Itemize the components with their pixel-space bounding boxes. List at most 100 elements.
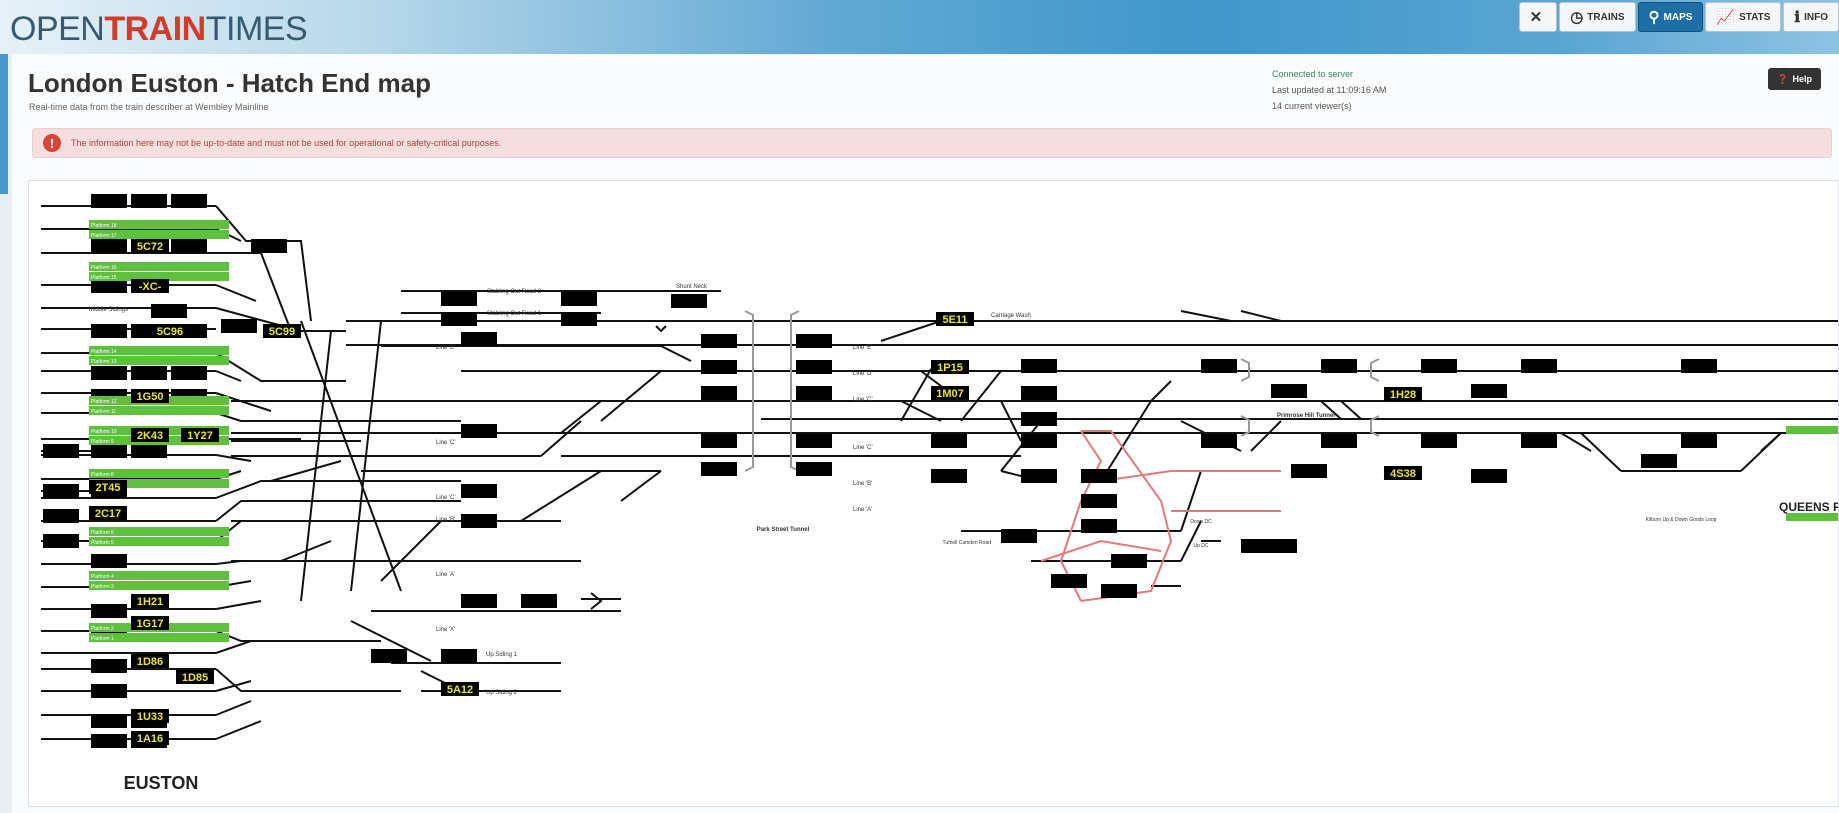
- track-berth[interactable]: [1081, 519, 1117, 533]
- track-berth[interactable]: [251, 239, 287, 253]
- track-berth[interactable]: [796, 360, 832, 374]
- train-headcode[interactable]: 2K43: [137, 430, 163, 442]
- track-berth[interactable]: [91, 684, 127, 698]
- track-berth[interactable]: [171, 239, 207, 253]
- track-berth[interactable]: [701, 386, 737, 400]
- track-berth[interactable]: [221, 319, 257, 333]
- train-berth-occupied[interactable]: [131, 616, 169, 630]
- train-berth-occupied[interactable]: [181, 428, 219, 442]
- train-berth-occupied[interactable]: [89, 506, 127, 520]
- train-berth-occupied[interactable]: [131, 594, 169, 608]
- train-berth-occupied[interactable]: [131, 654, 169, 668]
- track-berth[interactable]: [1051, 574, 1087, 588]
- track-berth[interactable]: [796, 434, 832, 448]
- track-berth[interactable]: [1201, 434, 1237, 448]
- track-berth[interactable]: [461, 332, 497, 346]
- track-berth[interactable]: [796, 334, 832, 348]
- track-berth[interactable]: [1201, 359, 1237, 373]
- train-headcode[interactable]: 5C96: [157, 326, 183, 338]
- train-berth-occupied[interactable]: [931, 360, 969, 374]
- track-berth[interactable]: [371, 649, 407, 663]
- track-berth[interactable]: [1111, 554, 1147, 568]
- track-berth[interactable]: [91, 239, 127, 253]
- train-headcode[interactable]: 5E11: [942, 314, 967, 326]
- track-berth[interactable]: [441, 312, 477, 326]
- nav-trains-button[interactable]: ◷TRAINS: [1559, 2, 1636, 32]
- track-berth[interactable]: [796, 462, 832, 476]
- track-berth[interactable]: [43, 444, 79, 458]
- train-headcode[interactable]: 1G17: [137, 618, 164, 630]
- train-berth-occupied[interactable]: [441, 682, 479, 696]
- train-berth-occupied[interactable]: [263, 324, 301, 338]
- track-berth[interactable]: [1021, 359, 1057, 373]
- track-berth[interactable]: [1261, 539, 1297, 553]
- track-berth[interactable]: [91, 714, 127, 728]
- track-berth[interactable]: [561, 312, 597, 326]
- track-berth[interactable]: [461, 594, 497, 608]
- train-berth-occupied[interactable]: [936, 312, 974, 326]
- track-berth[interactable]: [701, 360, 737, 374]
- track-berth[interactable]: [561, 292, 597, 306]
- track-berth[interactable]: [671, 294, 707, 308]
- track-berth[interactable]: [171, 194, 207, 208]
- track-berth[interactable]: [1021, 412, 1057, 426]
- train-berth-occupied[interactable]: [131, 389, 169, 403]
- track-berth[interactable]: [1101, 584, 1137, 598]
- nav-stats-button[interactable]: 📈STATS: [1705, 2, 1782, 32]
- track-berth[interactable]: [1021, 469, 1057, 483]
- track-berth[interactable]: [796, 386, 832, 400]
- train-headcode[interactable]: 1G50: [137, 391, 164, 403]
- train-berth-occupied[interactable]: [131, 279, 169, 293]
- track-berth[interactable]: [461, 484, 497, 498]
- track-berth[interactable]: [1681, 359, 1717, 373]
- track-berth[interactable]: [131, 194, 167, 208]
- track-berth[interactable]: [1321, 434, 1357, 448]
- track-berth[interactable]: [131, 444, 167, 458]
- nav-tools-button[interactable]: ✕: [1518, 2, 1558, 32]
- track-berth[interactable]: [1001, 529, 1037, 543]
- track-berth[interactable]: [1421, 359, 1457, 373]
- train-headcode[interactable]: 1Y27: [187, 430, 213, 442]
- track-berth[interactable]: [701, 434, 737, 448]
- track-berth[interactable]: [91, 734, 127, 748]
- train-headcode[interactable]: 1M07: [936, 388, 964, 400]
- track-berth[interactable]: [461, 514, 497, 528]
- track-berth[interactable]: [131, 366, 167, 380]
- train-headcode[interactable]: 2T45: [95, 482, 120, 494]
- train-headcode[interactable]: 5C99: [269, 326, 295, 338]
- track-berth[interactable]: [521, 594, 557, 608]
- train-headcode[interactable]: 1A16: [137, 733, 163, 745]
- train-headcode[interactable]: -XC-: [139, 281, 162, 293]
- train-headcode[interactable]: 1D85: [182, 672, 208, 684]
- train-headcode[interactable]: 1H21: [137, 596, 163, 608]
- track-berth[interactable]: [91, 554, 127, 568]
- track-berth[interactable]: [171, 366, 207, 380]
- track-berth[interactable]: [1291, 464, 1327, 478]
- nav-maps-button[interactable]: ⚲MAPS: [1637, 2, 1704, 32]
- train-headcode[interactable]: 4S38: [1390, 468, 1416, 480]
- track-berth[interactable]: [1521, 359, 1557, 373]
- train-headcode[interactable]: 5C72: [137, 241, 163, 253]
- train-berth-occupied[interactable]: [1384, 387, 1422, 401]
- track-berth[interactable]: [1471, 384, 1507, 398]
- track-berth[interactable]: [461, 424, 497, 438]
- track-berth[interactable]: [1681, 434, 1717, 448]
- train-headcode[interactable]: 1H28: [1390, 389, 1416, 401]
- track-berth[interactable]: [931, 434, 967, 448]
- track-berth[interactable]: [91, 366, 127, 380]
- track-berth[interactable]: [43, 534, 79, 548]
- track-berth[interactable]: [1321, 359, 1357, 373]
- track-berth[interactable]: [43, 484, 79, 498]
- track-berth[interactable]: [701, 334, 737, 348]
- track-berth[interactable]: [91, 194, 127, 208]
- track-berth[interactable]: [1471, 469, 1507, 483]
- site-logo[interactable]: OPENTRAINTIMES: [10, 10, 308, 49]
- train-headcode[interactable]: 2C17: [95, 508, 121, 520]
- track-berth[interactable]: [1521, 434, 1557, 448]
- train-headcode[interactable]: 1U33: [137, 711, 163, 723]
- track-berth[interactable]: [1021, 434, 1057, 448]
- track-berth[interactable]: [151, 304, 187, 318]
- track-berth[interactable]: [1081, 469, 1117, 483]
- train-headcode[interactable]: 5A12: [447, 684, 473, 696]
- track-berth[interactable]: [1641, 454, 1677, 468]
